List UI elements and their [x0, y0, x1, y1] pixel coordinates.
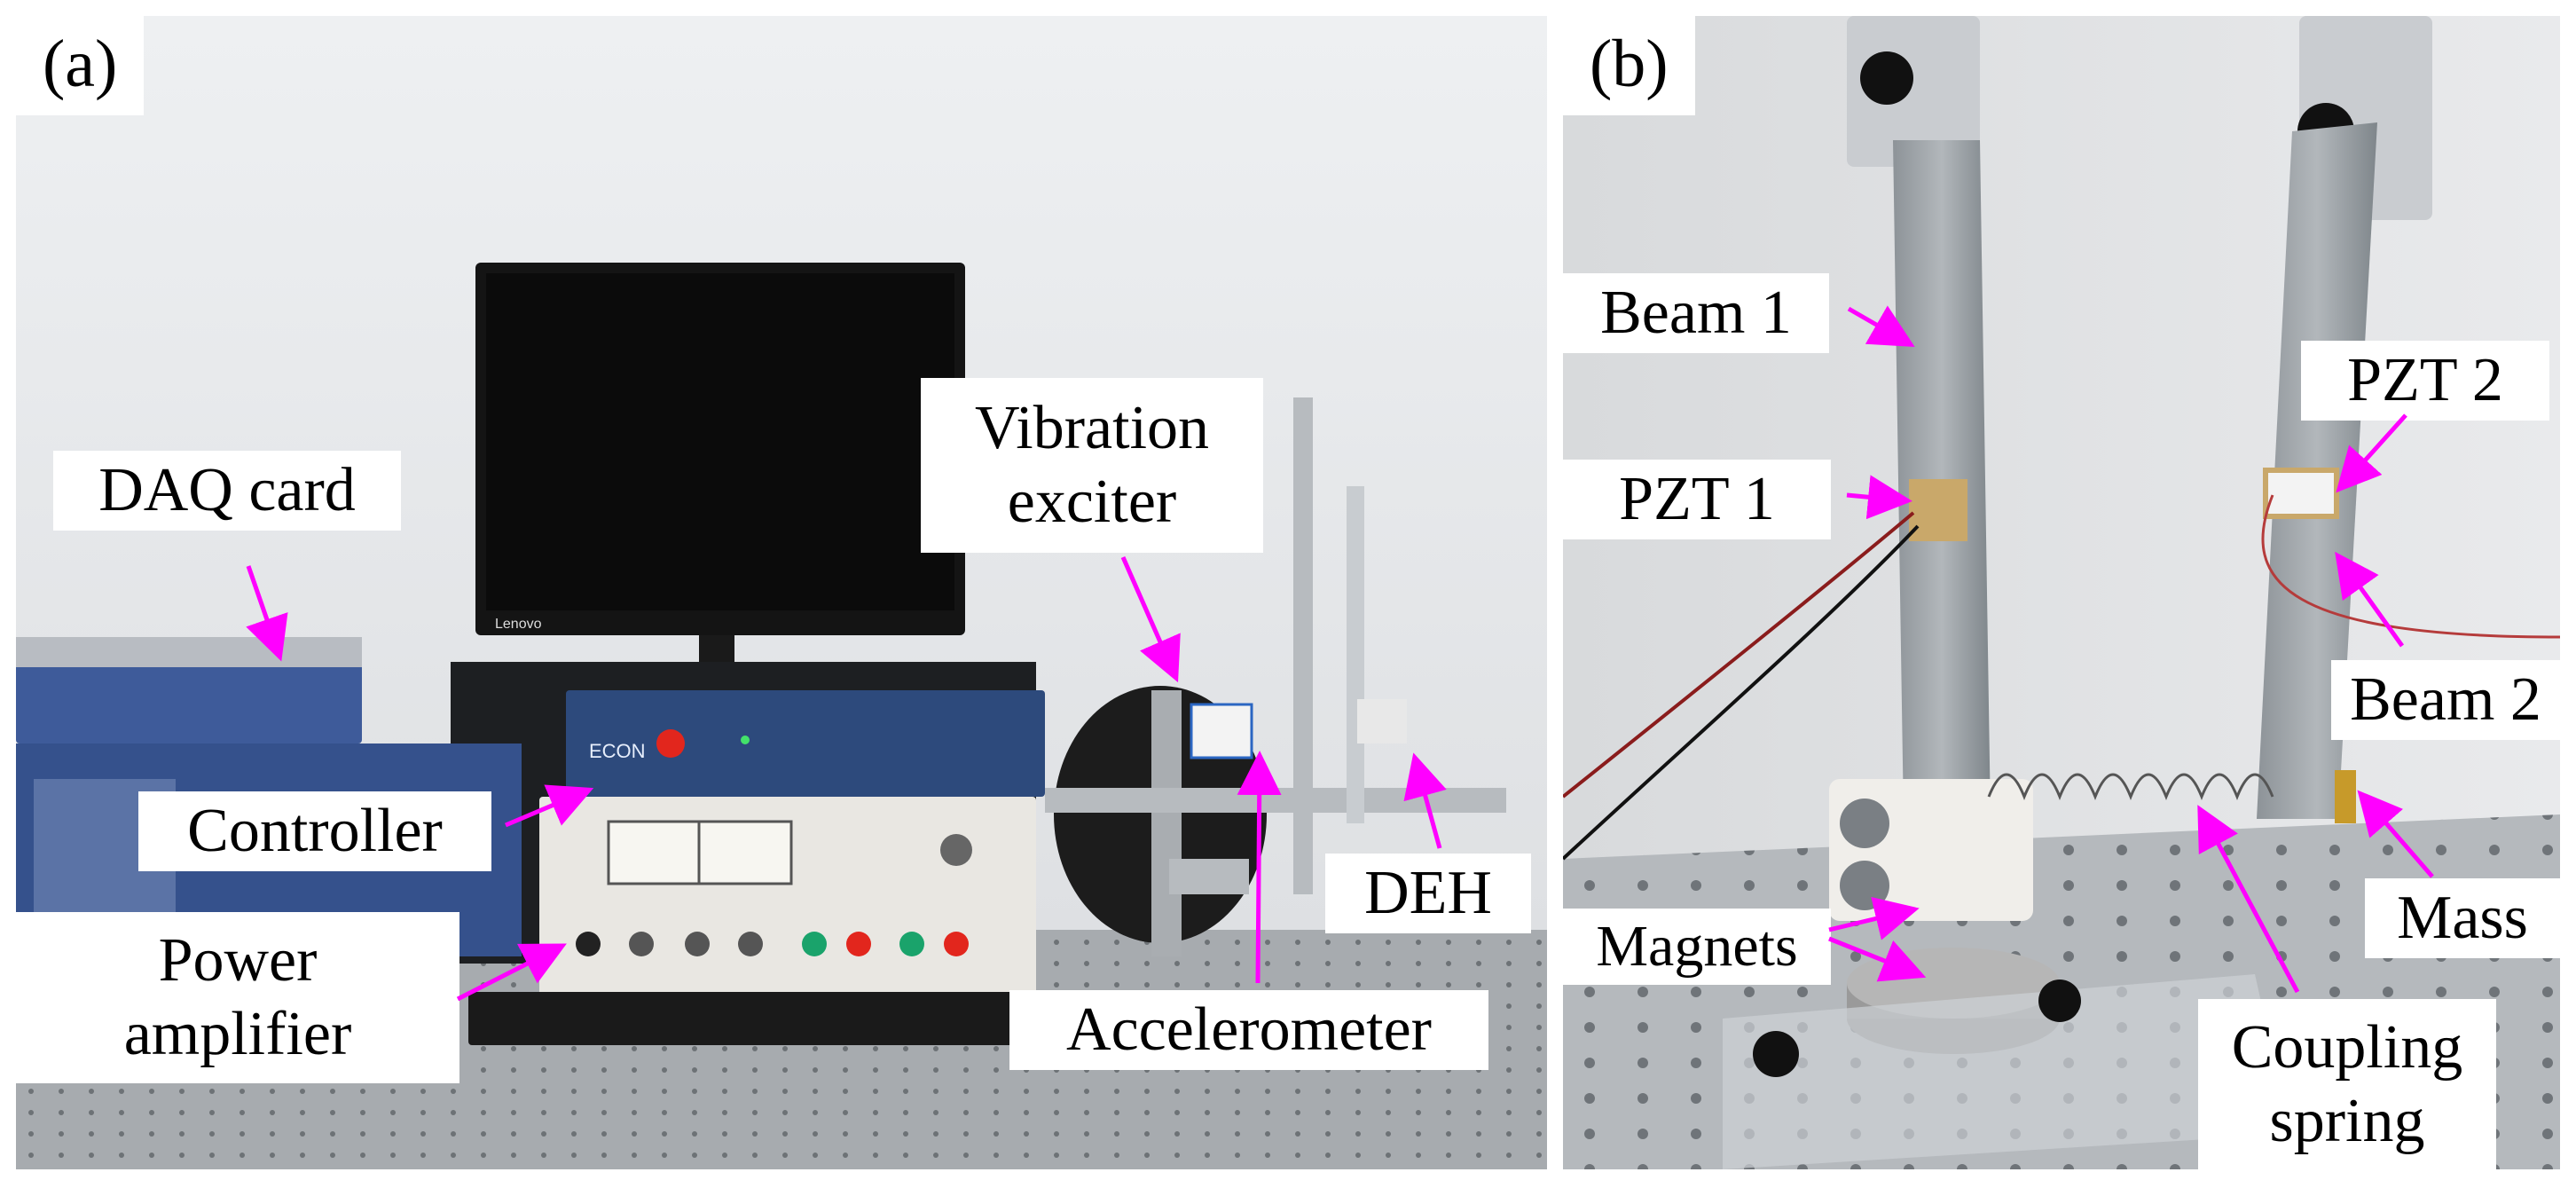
- label-accelerometer: Accelerometer: [1009, 990, 1488, 1070]
- pzt-2-patch: [2263, 468, 2339, 519]
- pzt-1-patch: [1909, 479, 1967, 541]
- coupling-spring: [1987, 773, 2274, 801]
- photo-panel-a: Lenovo ECON: [16, 16, 1547, 1169]
- accelerometer-sensor: [1190, 703, 1253, 759]
- label-deh: DEH: [1325, 854, 1531, 933]
- mass-block: [2335, 770, 2356, 823]
- panel-letter-a: (a): [16, 16, 145, 115]
- label-coupling-spring-line2: spring: [2269, 1086, 2425, 1155]
- label-beam-1: Beam 1: [1563, 273, 1829, 353]
- label-controller: Controller: [138, 791, 491, 871]
- label-coupling-spring-line1: Coupling: [2231, 1013, 2463, 1082]
- daq-card-device: [16, 664, 362, 743]
- label-power-amplifier-line2: amplifier: [123, 999, 352, 1068]
- controller-device: [566, 690, 1045, 797]
- label-vibration-exciter: Vibration exciter: [921, 378, 1263, 554]
- label-mass: Mass: [2365, 878, 2560, 958]
- controller-brand: ECON: [589, 740, 646, 762]
- label-vibration-exciter-line1: Vibration: [974, 394, 1210, 462]
- label-magnets: Magnets: [1563, 909, 1831, 985]
- label-daq-card: DAQ card: [53, 451, 401, 531]
- label-power-amplifier-line1: Power: [158, 926, 318, 995]
- panel-letter-b: (b): [1563, 16, 1695, 115]
- lab-setup-photo: Lenovo ECON: [16, 16, 1547, 1169]
- beam-closeup-photo: [1563, 16, 2560, 1169]
- deh-device: [1357, 699, 1407, 743]
- monitor-brand: Lenovo: [495, 617, 542, 632]
- label-coupling-spring: Coupling spring: [2198, 999, 2496, 1169]
- label-power-amplifier: Power amplifier: [16, 912, 459, 1084]
- label-beam-2: Beam 2: [2331, 660, 2560, 740]
- photo-panel-b: (b) Beam 1 PZT 1 PZT 2 Beam 2 Mass Magne…: [1563, 16, 2560, 1169]
- label-pzt-1: PZT 1: [1563, 460, 1831, 539]
- label-vibration-exciter-line2: exciter: [1007, 467, 1177, 536]
- label-pzt-2: PZT 2: [2301, 341, 2549, 421]
